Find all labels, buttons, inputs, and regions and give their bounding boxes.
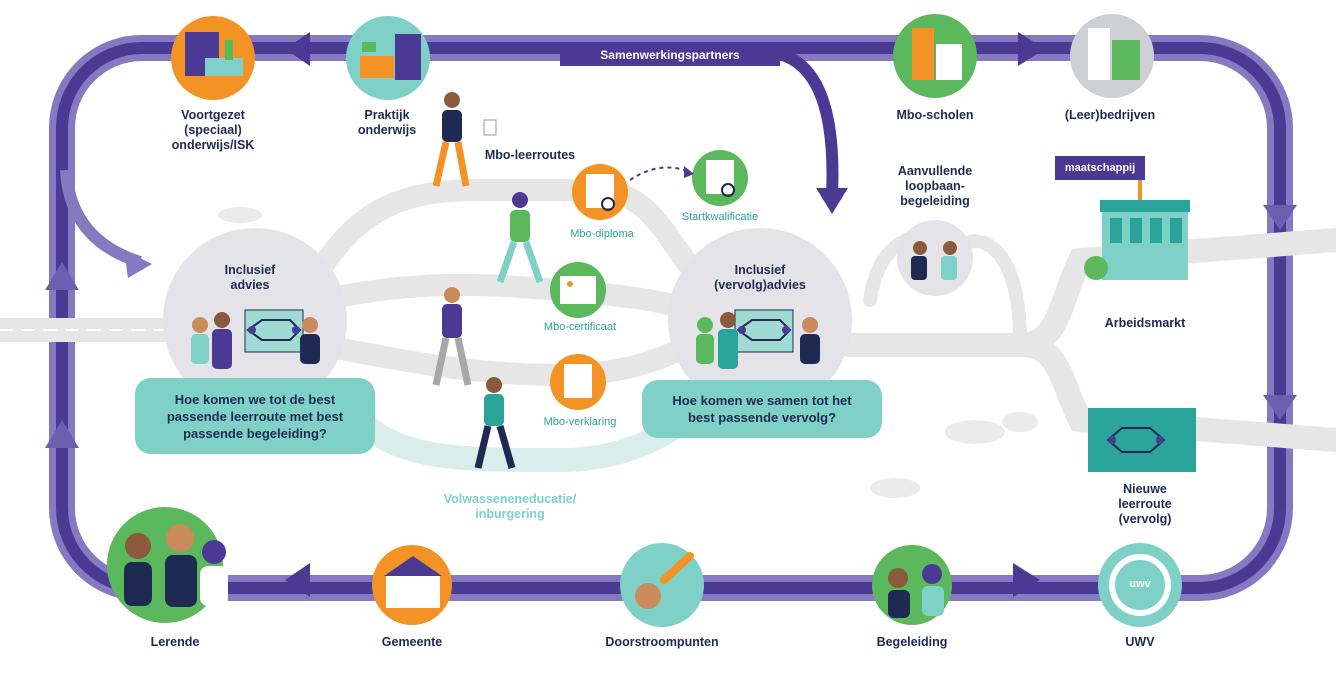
mbo-leerroutes-label: Mbo-leerroutes [484,148,576,162]
node-label-doorstroompunten: Doorstroompunten [605,635,719,649]
partner-label-mbo: Mbo-scholen [896,108,974,122]
startkwalificatie-label: Startkwalificatie [681,211,759,223]
arrow-up-left-2 [45,420,79,448]
arrow-up-left [45,262,79,290]
uwv-logo-text: uwv [1129,578,1151,590]
arbeidsmarkt-label: Arbeidsmarkt [1104,316,1186,330]
nieuwe-leerroute-label: Nieuwe leerroute (vervolg) [1118,482,1172,526]
uwv-logo-icon [1098,543,1182,627]
startkwalificatie-icon [692,150,748,206]
clouds [218,207,1038,498]
question-bubble-right: Hoe komen we samen tot het best passende… [642,380,882,438]
leerbedrijven-buildings-icon [1070,14,1154,98]
arbeidsmarkt-building-icon [1055,156,1190,280]
aanvullende-loopbaan-label: Aanvullende loopbaan- begeleiding [897,164,973,208]
node-label-begeleiding: Begeleiding [876,635,948,649]
loopbaan-circle [897,220,973,296]
banner-bar [560,44,780,66]
arrow-right-bottom [1013,563,1040,597]
loopbaan-people [911,241,957,280]
praktijk-building-icon [346,16,430,100]
people-left [191,312,320,369]
vervolgadvies-label: Inclusief (vervolg)advies [714,263,806,292]
arrow-right-top [1018,32,1045,66]
partner-label-praktijk: Praktijk onderwijs [357,108,417,137]
school-building-icon [171,16,255,100]
nieuwe-leerroute-board-icon [1088,408,1196,472]
node-label-uwv: UWV [1125,635,1155,649]
collaboration-banner: Samenwerkingspartners [600,48,740,62]
walker-certificaat [432,287,472,386]
arrow-left-top [285,32,310,66]
walker-diploma [496,192,544,284]
lerende-group-icon [107,507,228,623]
mbo-diploma-label: Mbo-diploma [570,228,634,240]
arrow-left-bottom [285,563,310,597]
mbo-verklaring-label: Mbo-verklaring [543,416,617,428]
route-board-right [734,309,794,353]
people-right [696,312,820,369]
certificaat-icon [550,262,606,318]
partner-label-voortgezet: Voortgezet (speciaal) onderwijs/ISK [171,108,255,152]
walker-praktijk [432,92,497,187]
node-label-gemeente: Gemeente [381,635,443,649]
maatschappij-sign: maatschappij [1064,162,1136,174]
arrow-down-right-2 [1263,395,1297,420]
dotted-arrow [629,166,691,181]
mbo-certificaat-label: Mbo-certificaat [543,321,617,333]
verklaring-icon [550,354,606,410]
mbo-buildings-icon [893,14,977,98]
begeleiding-people-icon [872,545,952,625]
diploma-icon [572,164,628,220]
partner-label-leerbedrijven: (Leer)bedrijven [1064,108,1156,122]
question-bubble-left: Hoe komen we tot de best passende leerro… [135,378,375,454]
inclusief-advies-label: Inclusief advies [224,263,276,292]
walker-verklaring [474,377,516,469]
arrow-down-right [1263,205,1297,230]
volwasseneneducatie-label: Volwasseneneducatie/ inburgering [443,492,577,521]
node-label-lerende: Lerende [150,635,200,649]
gemeente-townhall-icon [372,545,452,625]
route-board-left [244,309,304,353]
doorstroompunten-icon [620,543,704,627]
